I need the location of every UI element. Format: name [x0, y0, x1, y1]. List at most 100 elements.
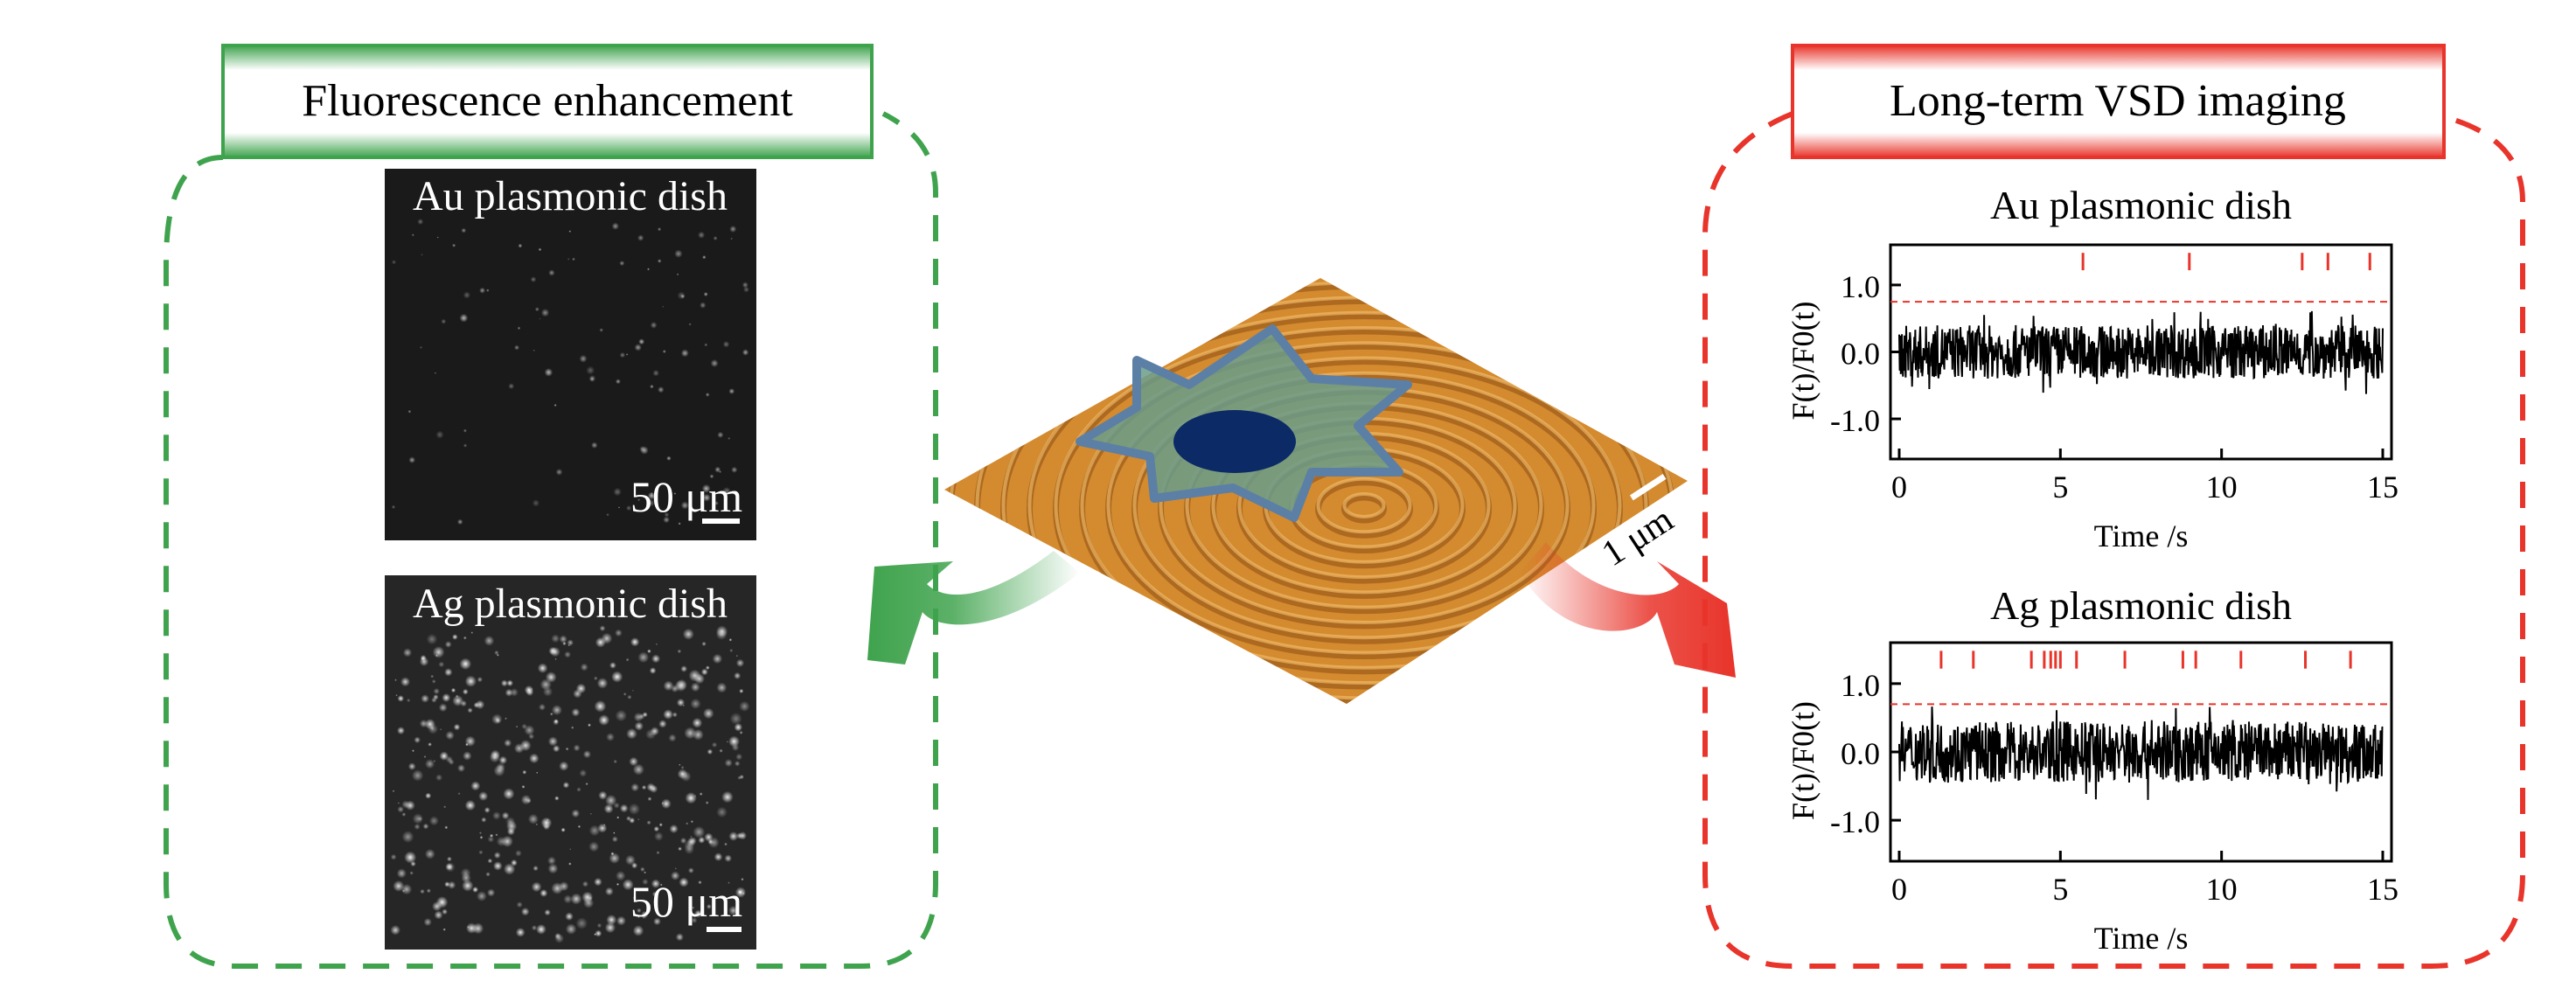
- fluorescent-spot: [563, 894, 573, 904]
- fluorescent-spot: [401, 800, 410, 809]
- fluorescent-spot: [661, 798, 672, 810]
- fluorescent-spot: [440, 728, 442, 731]
- fluorescent-spot: [659, 883, 663, 887]
- fluorescent-spot: [637, 234, 644, 241]
- fluorescent-spot: [703, 707, 714, 720]
- fluorescent-spot: [533, 349, 535, 351]
- fluorescent-spot: [611, 222, 619, 230]
- fluorescent-spot: [420, 888, 425, 894]
- fluorescent-spot: [438, 703, 448, 713]
- fluorescent-spot: [544, 908, 551, 916]
- fluorescent-spot: [396, 868, 407, 879]
- fluorescent-spot: [568, 862, 572, 866]
- fluorescent-spot: [651, 654, 661, 664]
- fluorescent-spot: [687, 867, 694, 873]
- fluorescent-spot: [417, 219, 424, 226]
- fluorescent-spot: [647, 649, 651, 654]
- fluorescent-spot: [565, 923, 577, 935]
- fluorescent-spot: [425, 792, 432, 799]
- fluorescent-spot: [554, 796, 560, 801]
- fluorescent-spot: [394, 678, 397, 682]
- fluorescent-spot: [432, 901, 442, 912]
- left-panel: Fluorescence enhancement Au plasmonic di…: [164, 44, 938, 969]
- fluorescent-spot: [735, 753, 743, 761]
- fluorescent-spot: [432, 646, 445, 658]
- y-tick-label: 1.0: [1841, 269, 1880, 304]
- fluorescent-spot: [400, 677, 410, 687]
- fluorescent-spot: [462, 688, 469, 695]
- fluorescent-spot: [596, 922, 602, 929]
- fluorescent-spot: [647, 268, 650, 271]
- fluorescent-spot: [417, 816, 423, 822]
- fluorescent-spot: [444, 641, 452, 648]
- fluorescent-spot: [729, 648, 734, 653]
- fluorescent-spot: [547, 818, 549, 821]
- x-tick-label: 5: [2052, 872, 2068, 907]
- fluorescent-spot: [481, 817, 487, 823]
- left-title-tab: [221, 44, 874, 159]
- fluorescent-spot: [637, 498, 641, 502]
- fluorescent-spot: [426, 888, 431, 894]
- fluorescent-spot: [726, 741, 728, 743]
- fluorescent-spot: [486, 289, 490, 292]
- fluorescent-spot: [638, 338, 645, 345]
- fluorescent-spot: [539, 317, 541, 320]
- fluorescent-spot: [674, 249, 683, 258]
- fluorescent-spot: [739, 730, 743, 734]
- fluorescent-spot: [674, 679, 687, 692]
- fluorescent-spot: [529, 753, 540, 764]
- fluorescent-spot: [562, 782, 570, 789]
- fluorescent-spot: [390, 853, 397, 860]
- fluorescent-spot: [646, 783, 656, 792]
- fluorescent-spot: [658, 386, 665, 393]
- fluorescent-spot: [735, 655, 739, 658]
- fluorescent-spot: [676, 698, 686, 707]
- red-arrow: [1520, 542, 1736, 678]
- fluorescent-spot: [472, 887, 479, 893]
- fluorescent-spot: [644, 871, 646, 874]
- fluorescent-spot: [493, 852, 501, 859]
- fluorescent-spot: [716, 806, 728, 818]
- right-panel: Long-term VSD imaging Au plasmonic dish1…: [1702, 44, 2525, 969]
- grating-ring-highlight: [1316, 477, 1412, 534]
- fluorescent-spot: [616, 871, 626, 881]
- fluorescent-spot: [625, 658, 630, 662]
- fluorescent-spot: [606, 915, 617, 925]
- fluorescent-spot: [598, 790, 608, 800]
- fluorescent-spot: [709, 474, 714, 479]
- fluorescent-spot: [594, 699, 607, 713]
- fluorescent-spot: [710, 359, 719, 367]
- fluorescent-spot: [577, 824, 581, 829]
- fluorescent-spot: [521, 785, 526, 789]
- fluorescent-spot: [664, 511, 670, 518]
- fluorescent-spot: [701, 484, 711, 493]
- fluorescent-spot: [630, 637, 640, 647]
- fluorescent-spot: [622, 879, 634, 891]
- fluorescent-spot: [714, 466, 721, 473]
- fluorescent-spot: [724, 854, 732, 862]
- fluorescent-spot: [682, 704, 685, 706]
- fluorescent-spot: [691, 917, 698, 923]
- fluorescent-spot: [679, 877, 689, 887]
- fluorescent-spot: [567, 639, 574, 646]
- fluorescent-spot: [680, 770, 692, 783]
- fluorescent-spot: [712, 653, 723, 664]
- fluorescent-spot: [615, 709, 627, 722]
- fluorescent-spot: [698, 836, 706, 844]
- x-axis-label: Time /s: [2094, 921, 2189, 956]
- fluorescent-spot: [478, 850, 484, 855]
- fluorescent-spot: [434, 910, 443, 920]
- y-tick-label: -1.0: [1830, 804, 1880, 839]
- fluorescent-spot: [731, 466, 738, 473]
- fluorescent-spot: [397, 727, 405, 735]
- fluorescent-spot: [650, 322, 658, 329]
- fluorescent-spot: [734, 671, 741, 680]
- fluorescent-spot: [487, 858, 493, 864]
- fluorescent-spot: [680, 665, 688, 672]
- fluorescent-spot: [728, 436, 731, 441]
- fluorescent-spot: [692, 906, 695, 909]
- fluorescent-spot: [467, 707, 473, 713]
- fluorescent-spot: [619, 261, 625, 267]
- fluorescent-spot: [442, 693, 451, 702]
- fluorescent-spot: [460, 867, 471, 879]
